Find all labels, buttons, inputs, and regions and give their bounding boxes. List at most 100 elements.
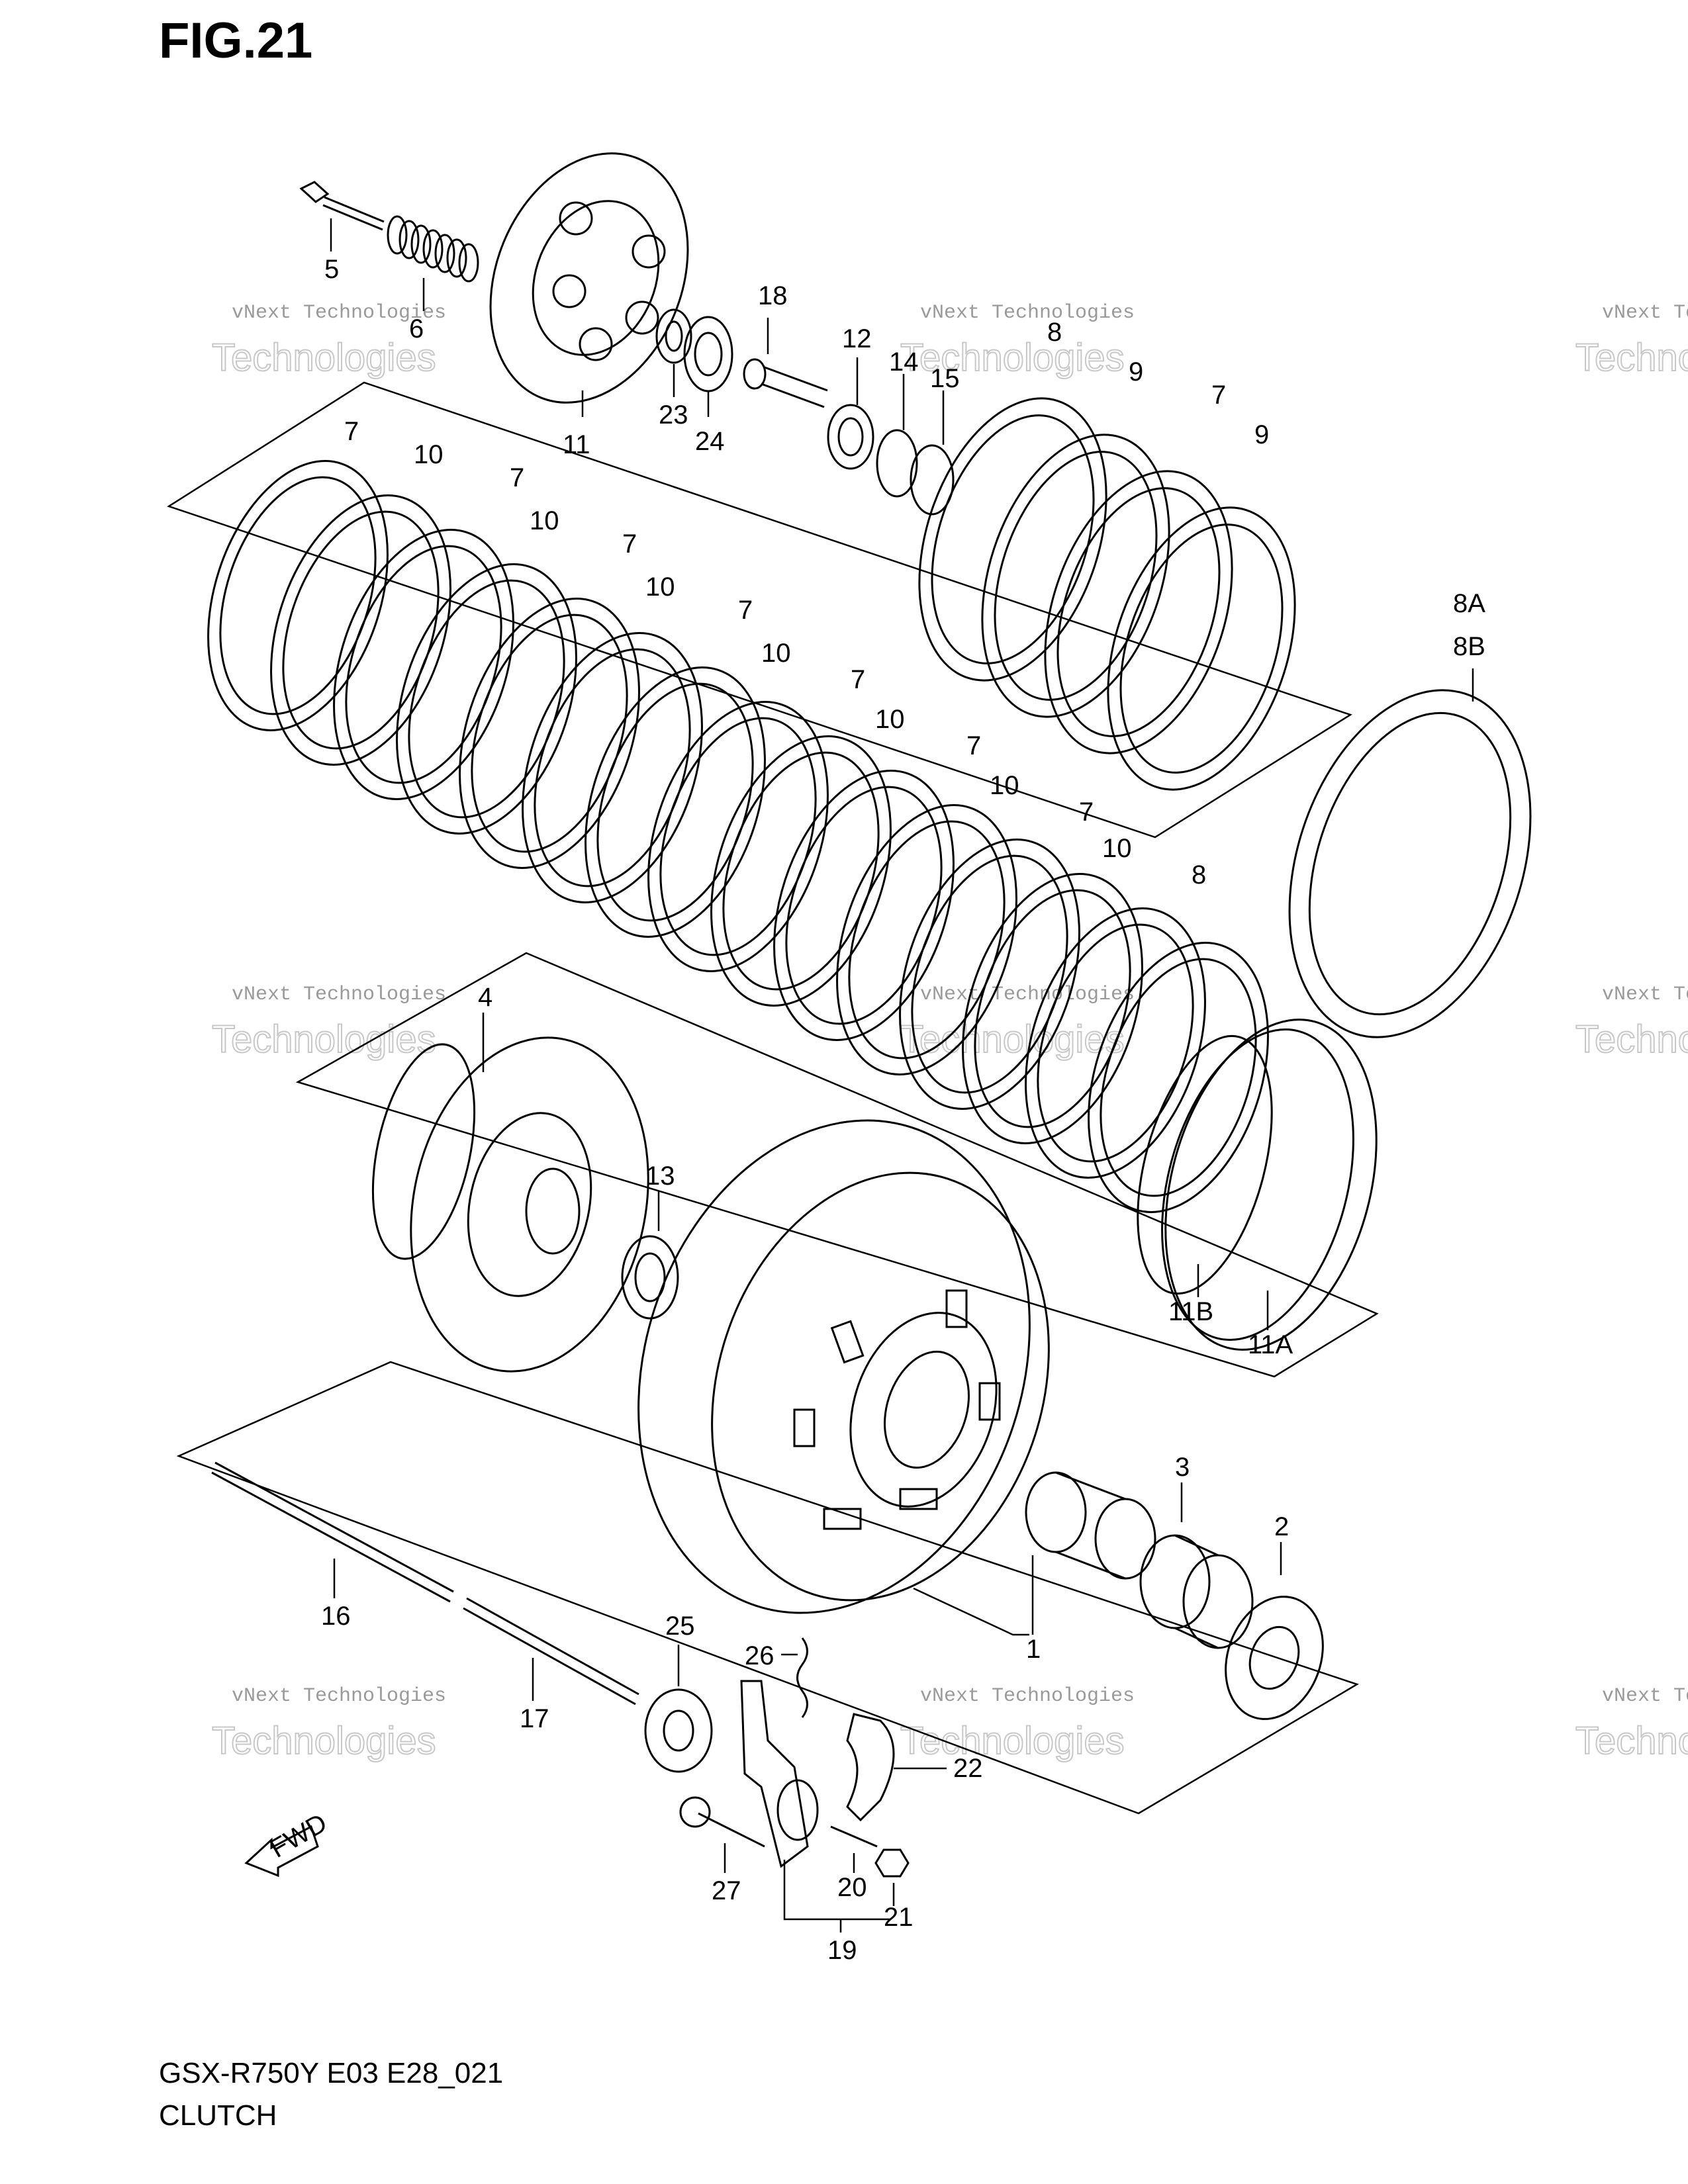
oil-seal — [644, 1688, 713, 1773]
clutch-nut — [827, 404, 874, 470]
driven-plate — [1025, 907, 1206, 1179]
return-spring — [796, 1637, 808, 1718]
watermark-text: vNext Technologies — [1602, 1685, 1688, 1707]
assembly-name: CLUTCH — [159, 2099, 277, 2132]
thrust-washer — [621, 1235, 679, 1320]
hub-group-outline — [295, 952, 1379, 1378]
fwd-arrow-icon: FWD — [244, 1808, 332, 1878]
pressure-plate — [489, 152, 689, 404]
wire-ring — [1137, 1019, 1378, 1351]
washer — [655, 308, 692, 364]
callout-4: 4 — [478, 983, 492, 1012]
callout-11: 11 — [563, 430, 590, 459]
callout-26: 26 — [745, 1641, 774, 1670]
callout-17: 17 — [520, 1704, 549, 1733]
callout-10: 10 — [414, 440, 444, 469]
clutch-spring — [387, 215, 479, 283]
spacer-bushing — [1025, 1471, 1087, 1553]
callout-7: 7 — [1079, 797, 1094, 827]
drive-plate — [1088, 942, 1269, 1213]
callout-14: 14 — [889, 347, 919, 377]
watermark-text: Technologies — [212, 336, 436, 379]
callout-9: 9 — [1129, 357, 1143, 387]
callout-27: 27 — [712, 1876, 741, 1905]
callout-23: 23 — [659, 400, 688, 430]
push-rod-17 — [463, 1607, 636, 1706]
model-code: GSX-R750Y E03 E28_021 — [159, 2057, 504, 2089]
bearing — [683, 316, 733, 392]
callouts: 5 6 11 18 23 24 12 14 15 8 9 7 9 7 10 7 … — [321, 255, 1485, 1965]
callout-7: 7 — [1211, 381, 1226, 410]
washer — [910, 444, 955, 516]
figure-title: FIG.21 — [159, 13, 313, 69]
watermark-text: Technologies — [212, 1719, 436, 1762]
watermark-text: vNext Technologies — [232, 983, 446, 1006]
shaft-group-outline — [176, 1361, 1359, 1815]
watermark-text: Technologies — [212, 1018, 436, 1061]
drive-plate — [1044, 470, 1233, 754]
callout-1: 1 — [1026, 1635, 1041, 1664]
bearing-parts — [1025, 1471, 1324, 1720]
watermark-text: vNext Technologies — [920, 302, 1135, 324]
watermark-text: Technologies — [1575, 1719, 1688, 1762]
washer — [876, 429, 918, 498]
watermark-text: vNext Technologies — [232, 1685, 446, 1707]
callout-9: 9 — [1254, 420, 1269, 449]
push-rods — [211, 1461, 639, 1706]
callout-18: 18 — [758, 281, 788, 310]
callout-8a: 8A — [1453, 589, 1485, 618]
watermarks: vNext Technologies Technologies vNext Te… — [211, 302, 1688, 1763]
spring-washer-11b — [1137, 1034, 1273, 1295]
release-parts — [655, 308, 955, 516]
callout-11a: 11A — [1248, 1330, 1293, 1359]
watermark-text: Technologies — [900, 336, 1125, 379]
push-rod-16 — [211, 1471, 451, 1603]
callout-7: 7 — [510, 463, 524, 492]
release-arm — [740, 1680, 809, 1868]
clutch-housing — [637, 1119, 1031, 1614]
fwd-label: FWD — [265, 1808, 332, 1864]
clutch-plate-stack — [207, 397, 1296, 1213]
callout-22: 22 — [953, 1754, 983, 1783]
push-piece — [743, 358, 767, 390]
callout-11b: 11B — [1168, 1297, 1213, 1326]
callout-15: 15 — [930, 364, 960, 393]
watermark-text: vNext Technologies — [1602, 302, 1688, 324]
adjusting-screw — [830, 1825, 878, 1848]
callout-19: 19 — [827, 1936, 857, 1965]
watermark-text: vNext Technologies — [232, 302, 446, 324]
callout-10: 10 — [1102, 834, 1132, 863]
group-outlines — [167, 381, 1379, 1815]
drive-plate-8a — [1288, 689, 1532, 1038]
watermark-text: Technologies — [900, 1719, 1125, 1762]
callout-7: 7 — [966, 731, 981, 760]
callout-10: 10 — [875, 705, 905, 734]
adjusting-bolt — [698, 1812, 765, 1848]
watermark-text: vNext Technologies — [1602, 983, 1688, 1006]
lock-nut — [874, 1848, 910, 1878]
bolt-shank — [322, 204, 383, 231]
driven-plate — [981, 433, 1170, 718]
callout-10: 10 — [761, 639, 791, 668]
callout-8: 8 — [1192, 860, 1206, 889]
callout-7: 7 — [344, 417, 359, 446]
pressure-plate-boss — [532, 200, 660, 356]
watermark-text: Technologies — [900, 1018, 1125, 1061]
callout-8b: 8B — [1453, 632, 1485, 661]
callout-25: 25 — [665, 1612, 695, 1641]
bolt-shank — [324, 196, 385, 223]
needle-bearing — [1139, 1534, 1211, 1629]
release-bracket — [846, 1713, 895, 1822]
bolt-head — [299, 181, 330, 203]
thrust-washer-2 — [1225, 1596, 1324, 1720]
callout-10: 10 — [530, 506, 559, 535]
plate-group-outline — [167, 381, 1352, 839]
release-cam — [776, 1779, 819, 1841]
callout-7: 7 — [851, 665, 865, 694]
plate-8a-8b — [1288, 668, 1532, 1038]
callout-13: 13 — [645, 1161, 675, 1191]
callout-2: 2 — [1274, 1512, 1289, 1541]
callout-3: 3 — [1175, 1453, 1190, 1482]
pressure-plate-assembly — [299, 152, 689, 417]
